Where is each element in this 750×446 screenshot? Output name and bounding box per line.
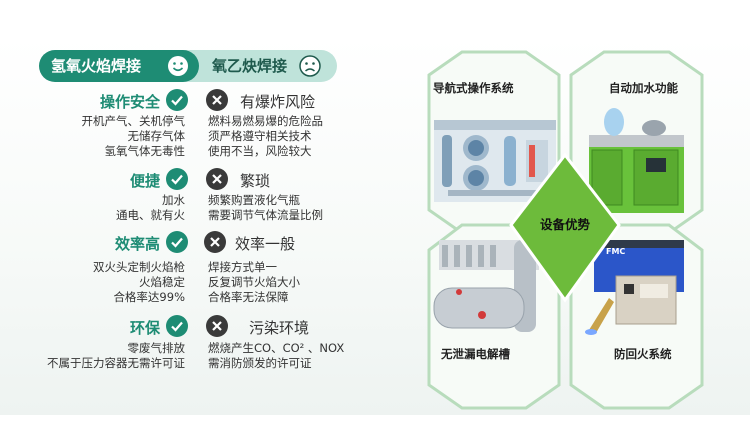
row4-right-heading: 污染环境 xyxy=(249,319,310,337)
row4-right-line-2: 需消防颁发的许可证 xyxy=(208,356,312,370)
row2-left-line-2: 通电、就有火 xyxy=(116,208,185,222)
left-title-pill: 氢氧火焰焊接 xyxy=(39,50,199,82)
row4-right-line-1: 燃烧产生CO、CO² 、NOX xyxy=(208,341,345,355)
row3-left-heading: 效率高 xyxy=(114,235,160,253)
row1-right-line-2: 须严格遵守相关技术 xyxy=(208,129,312,143)
row1-right-heading: 有爆炸风险 xyxy=(240,93,316,111)
row3-right-line-3: 合格率无法保障 xyxy=(208,290,289,304)
right-title: 氧乙炔焊接 xyxy=(212,57,288,75)
advantages-hex-graphic: FMC xyxy=(427,50,704,410)
advantage-label-anti-flashback: 防回火系统 xyxy=(614,347,672,361)
center-diamond xyxy=(509,152,621,303)
cross-icon xyxy=(206,315,228,337)
nav-system-photo xyxy=(434,120,556,202)
sad-face-icon xyxy=(299,55,321,77)
advantage-label-auto-water: 自动加水功能 xyxy=(609,81,678,95)
row3-left-line-2: 火焰稳定 xyxy=(139,275,185,289)
comparison-header: 氧乙炔焊接 氢氧火焰焊接 xyxy=(39,50,337,82)
row1-right-line-1: 燃料易燃易爆的危险品 xyxy=(208,114,323,128)
left-title: 氢氧火焰焊接 xyxy=(51,57,142,75)
cross-icon xyxy=(206,89,228,111)
row1-left-line-1: 开机产气、关机停气 xyxy=(81,114,186,128)
row1-right-line-3: 使用不当，风险较大 xyxy=(208,144,312,158)
row4-left-line-2: 不属于压力容器无需许可证 xyxy=(47,356,185,370)
row3-left-line-1: 双火头定制火焰枪 xyxy=(93,260,185,274)
row1-left-line-3: 氢氧气体无毒性 xyxy=(104,144,186,158)
row2-right-line-1: 频繁购置液化气瓶 xyxy=(208,193,300,207)
row2-right-heading: 繁琐 xyxy=(240,172,271,190)
row2-right-line-2: 需要调节气体流量比例 xyxy=(208,208,323,222)
row4-left-line-1: 零废气排放 xyxy=(127,341,186,355)
row1-left-heading: 操作安全 xyxy=(99,93,160,111)
advantage-label-no-leak-tank: 无泄漏电解槽 xyxy=(441,347,510,361)
smile-face-icon xyxy=(168,56,188,76)
cross-icon xyxy=(206,168,228,190)
row3-right-heading: 效率一般 xyxy=(235,235,296,253)
electrolysis-tank-photo xyxy=(433,240,539,332)
row4-left-heading: 环保 xyxy=(129,319,160,337)
cross-icon xyxy=(204,231,226,253)
row2-left-line-1: 加水 xyxy=(162,193,185,207)
auto-water-photo xyxy=(589,108,684,213)
fmc-logo-text: FMC xyxy=(606,247,625,256)
check-icon xyxy=(166,89,188,111)
row1-left-line-2: 无储存气体 xyxy=(127,129,186,143)
row2-left-heading: 便捷 xyxy=(129,172,160,190)
check-icon xyxy=(166,231,188,253)
row3-left-line-3: 合格率达99% xyxy=(113,290,185,304)
check-icon xyxy=(166,315,188,337)
check-icon xyxy=(166,168,188,190)
center-advantage-label: 设备优势 xyxy=(540,217,591,232)
advantage-label-navigation: 导航式操作系统 xyxy=(433,81,514,95)
row3-right-line-1: 焊接方式单一 xyxy=(208,260,277,274)
row3-right-line-2: 反复调节火焰大小 xyxy=(208,275,300,289)
anti-flashback-photo: FMC xyxy=(585,240,684,335)
